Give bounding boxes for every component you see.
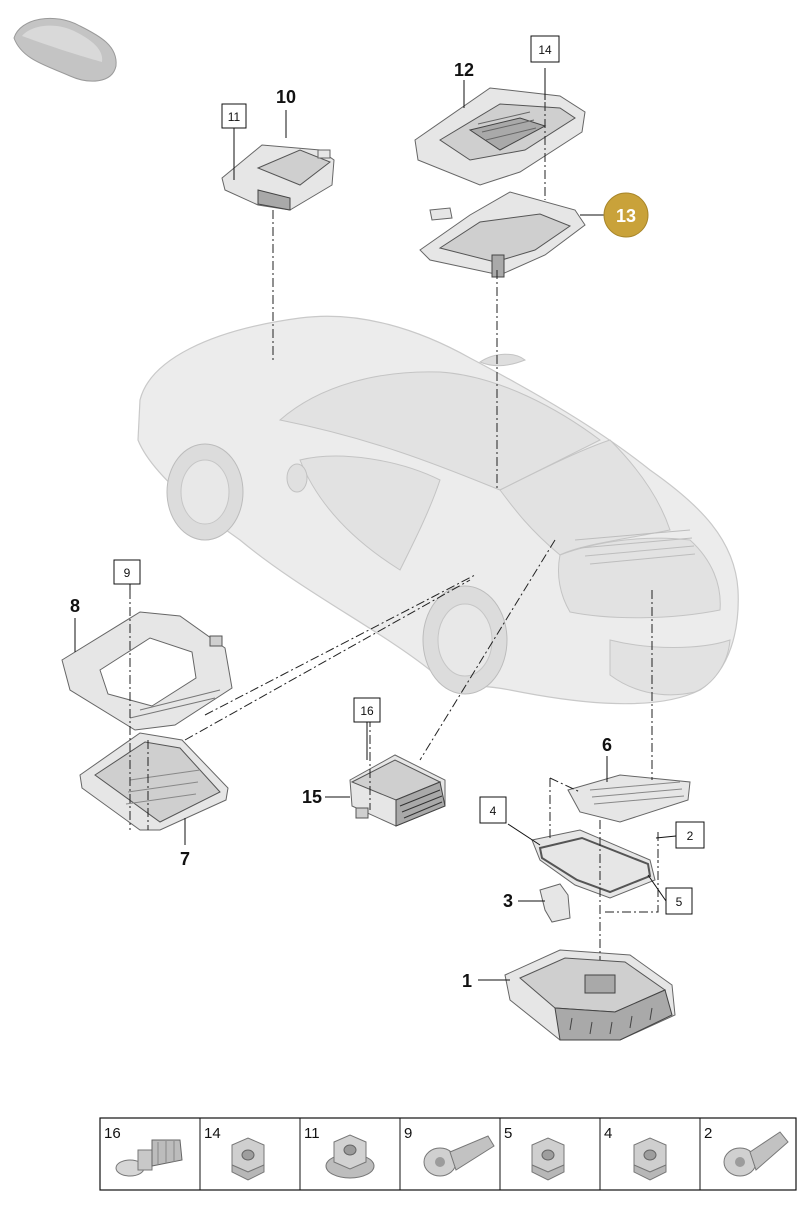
boxed-callout-16: 16 xyxy=(353,697,381,723)
callout-12: 12 xyxy=(454,60,474,80)
callout-3: 3 xyxy=(503,891,513,911)
fastener-strip: 16 14 11 xyxy=(99,1117,797,1191)
callout-13-badge[interactable]: 13 xyxy=(603,192,649,238)
boxed-callout-2: 2 xyxy=(675,821,705,849)
callout-7: 7 xyxy=(180,849,190,869)
connection-lines xyxy=(129,68,659,960)
svg-text:16: 16 xyxy=(104,1125,121,1142)
car-body xyxy=(137,315,739,705)
svg-text:14: 14 xyxy=(538,43,552,57)
boxed-callout-5: 5 xyxy=(665,887,693,915)
part-1-control-unit[interactable] xyxy=(504,949,676,1041)
fastener-cell-9[interactable]: 9 xyxy=(404,1125,495,1177)
fastener-cell-14[interactable]: 14 xyxy=(204,1125,265,1181)
part-6-plate[interactable] xyxy=(567,774,691,823)
leader-lines xyxy=(74,68,677,981)
svg-text:9: 9 xyxy=(124,566,131,580)
car-silhouette-icon[interactable] xyxy=(13,17,117,82)
fastener-cell-4[interactable]: 4 xyxy=(604,1125,667,1181)
part-10-control-unit[interactable] xyxy=(221,144,335,211)
callout-13: 13 xyxy=(616,206,636,226)
hex-nut-icon xyxy=(231,1137,265,1181)
svg-text:2: 2 xyxy=(687,829,694,843)
part-13-bracket[interactable] xyxy=(419,191,586,278)
boxed-callout-9: 9 xyxy=(113,559,141,585)
callout-1: 1 xyxy=(462,971,472,991)
svg-text:4: 4 xyxy=(490,804,497,818)
part-15-module[interactable] xyxy=(349,754,446,827)
svg-text:11: 11 xyxy=(304,1125,320,1142)
boxed-callout-4: 4 xyxy=(479,796,507,824)
screw-icon xyxy=(423,1135,495,1177)
svg-text:14: 14 xyxy=(204,1125,221,1142)
boxed-callout-11: 11 xyxy=(221,103,247,129)
part-8-frame[interactable] xyxy=(61,611,233,731)
boxed-callout-14: 14 xyxy=(530,35,560,63)
callout-10: 10 xyxy=(276,87,296,107)
callout-8: 8 xyxy=(70,596,80,616)
callout-15: 15 xyxy=(302,787,322,807)
part-12-cover[interactable] xyxy=(414,87,586,186)
hex-nut-icon xyxy=(531,1137,565,1181)
svg-text:11: 11 xyxy=(228,110,241,124)
hex-nut-icon xyxy=(633,1137,667,1181)
svg-text:5: 5 xyxy=(504,1125,512,1142)
svg-text:4: 4 xyxy=(604,1125,612,1142)
push-rivet-icon xyxy=(115,1139,183,1177)
svg-text:9: 9 xyxy=(404,1125,412,1142)
callout-6: 6 xyxy=(602,735,612,755)
flange-nut-icon xyxy=(325,1134,375,1179)
svg-text:2: 2 xyxy=(704,1125,712,1142)
fastener-cell-2[interactable]: 2 xyxy=(704,1125,789,1177)
part-7-control-unit[interactable] xyxy=(79,732,229,831)
fastener-cell-11[interactable]: 11 xyxy=(304,1125,375,1179)
part-3-bracket[interactable] xyxy=(531,829,656,923)
fastener-cell-16[interactable]: 16 xyxy=(104,1125,183,1177)
svg-text:5: 5 xyxy=(676,895,683,909)
fastener-cell-5[interactable]: 5 xyxy=(504,1125,565,1181)
screw-icon xyxy=(723,1131,789,1177)
svg-text:16: 16 xyxy=(360,704,374,718)
